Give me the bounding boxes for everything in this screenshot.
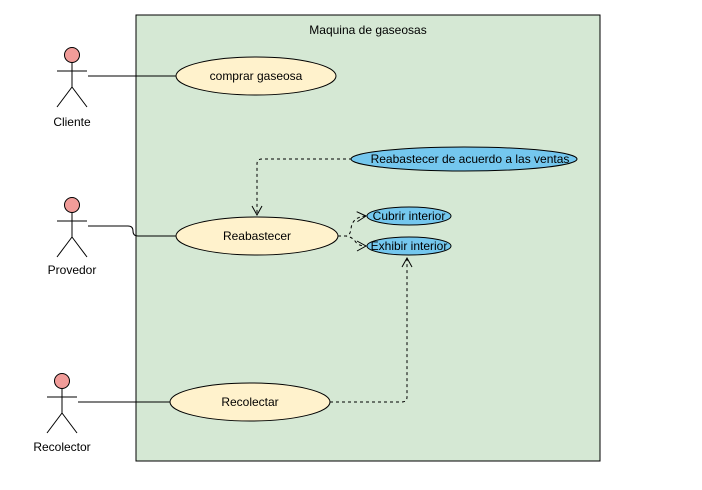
use-case-exhibir-interior[interactable]: Exhibir interior — [366, 236, 452, 256]
use-case-label: Cubrir interior — [373, 209, 446, 223]
use-case-recolectar[interactable]: Recolectar — [169, 382, 331, 422]
actor-cliente[interactable]: Cliente — [53, 47, 91, 130]
use-case-comprar-gaseosa[interactable]: comprar gaseosa — [175, 56, 337, 96]
actor-provedor[interactable]: Provedor — [48, 197, 97, 278]
use-case-reabastecer-ventas[interactable]: Reabastecer de acuerdo a las ventas — [350, 146, 578, 172]
actor-head-icon — [64, 47, 80, 63]
use-case-reabastecer[interactable]: Reabastecer — [175, 216, 339, 256]
use-case-label: Exhibir interior — [371, 239, 448, 253]
actor-label-recolector: Recolector — [33, 440, 90, 454]
dependency-recolectar-to-exhibir — [330, 256, 413, 403]
actor-head-icon — [64, 197, 80, 213]
actor-head-icon — [54, 373, 70, 389]
actor-recolector[interactable]: Recolector — [33, 373, 91, 455]
use-case-label: Recolectar — [221, 395, 278, 409]
association-provedor-reabastecer — [88, 225, 176, 237]
actor-label-provedor: Provedor — [48, 263, 97, 277]
use-case-label: comprar gaseosa — [210, 69, 303, 83]
use-case-label: Reabastecer de acuerdo a las ventas — [371, 152, 570, 166]
dependency-reabastecer-to-exhibir — [338, 235, 368, 252]
use-case-label: Reabastecer — [223, 229, 291, 243]
dependency-ventas-to-reabastecer — [251, 158, 352, 217]
actor-label-cliente: Cliente — [53, 115, 91, 129]
use-case-cubrir-interior[interactable]: Cubrir interior — [366, 206, 452, 226]
dependency-reabastecer-to-cubrir — [338, 211, 368, 237]
system-title: Maquina de gaseosas — [309, 23, 426, 37]
